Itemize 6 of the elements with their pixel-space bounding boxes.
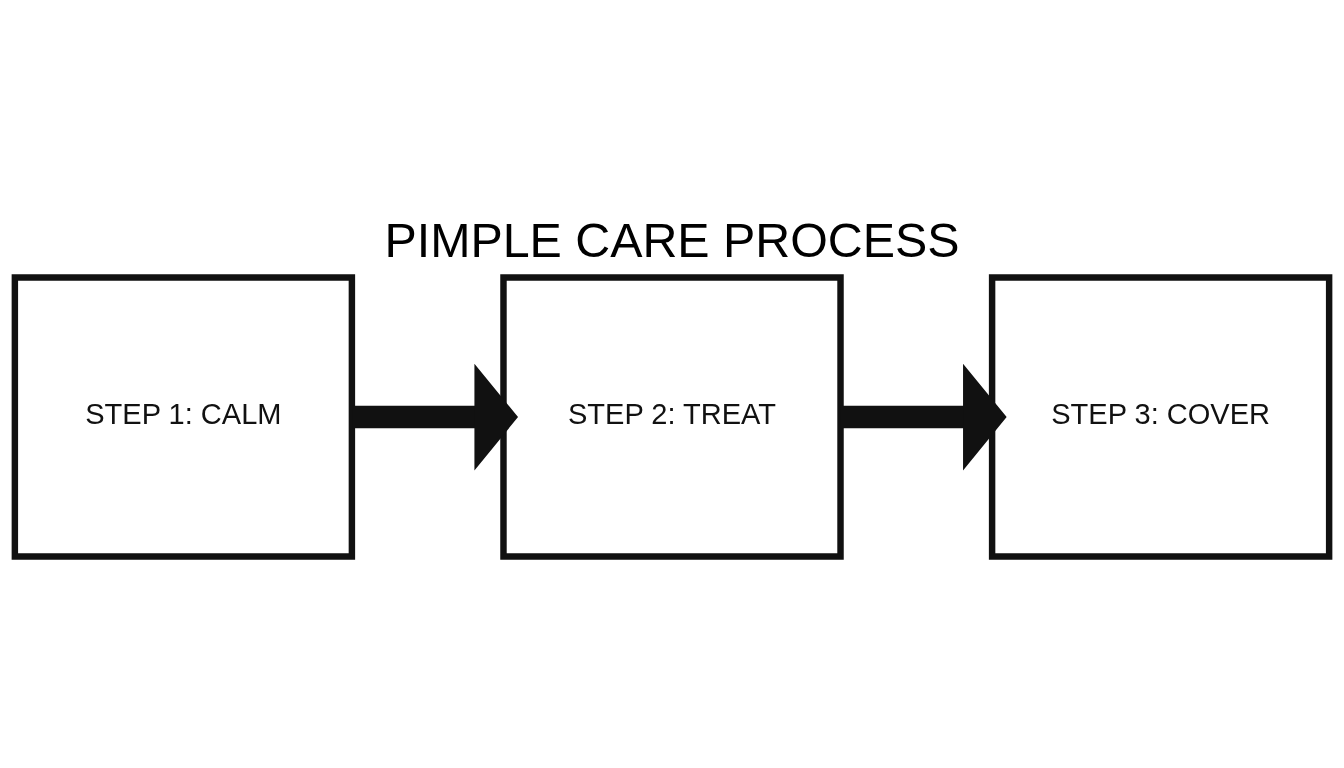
node-box: STEP 3: COVER <box>988 274 1333 560</box>
arrow <box>840 363 1007 471</box>
diagram-title: PIMPLE CARE PROCESS <box>384 212 960 267</box>
node-box: STEP 1: CALM <box>11 274 356 560</box>
node-box: STEP 2: TREAT <box>500 274 844 560</box>
arrow <box>352 363 519 471</box>
